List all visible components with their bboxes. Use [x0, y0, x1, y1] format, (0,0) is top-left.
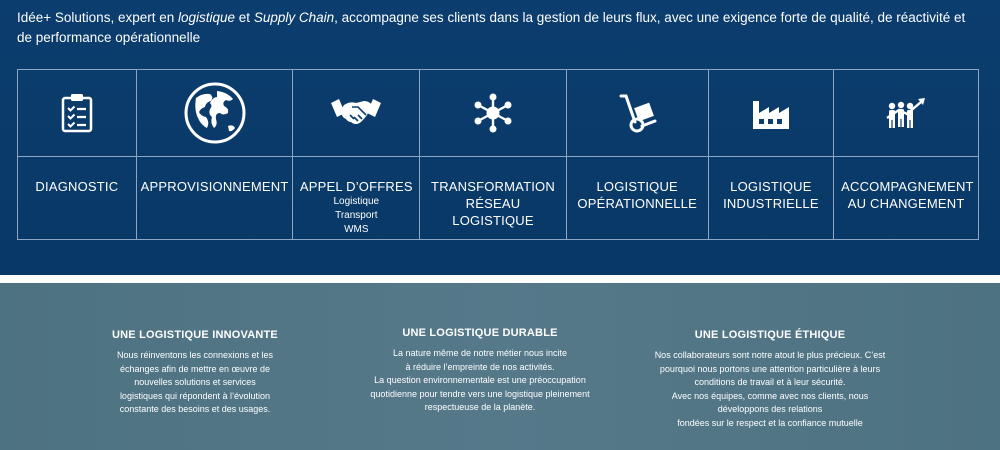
value-text: Nous réinventons les connexions et les é… [95, 349, 295, 417]
services-banner: Idée+ Solutions, expert en logistique et… [0, 0, 1000, 275]
service-label: APPROVISIONNEMENT [140, 179, 289, 194]
globe-icon [184, 82, 246, 144]
service-accompagnement-changement[interactable]: ACCOMPAGNEMENT AU CHANGEMENT [834, 70, 978, 239]
team-growth-icon [886, 98, 926, 128]
services-grid: DIAGNOSTIC APPROVISIONNEMENT [17, 69, 979, 240]
intro-part: , accompagne ses clients dans la gestion… [17, 10, 966, 45]
value-line: conditions de travail et à leur sécurité… [694, 377, 846, 387]
service-sub-item: Transport [335, 210, 378, 221]
service-logistique-industrielle[interactable]: LOGISTIQUE INDUSTRIELLE [708, 70, 835, 241]
icon-cell [420, 70, 566, 157]
service-label: TRANSFORMATION RÉSEAU LOGISTIQUE [431, 179, 555, 228]
icon-cell [136, 70, 293, 157]
label-cell: LOGISTIQUE INDUSTRIELLE [709, 156, 834, 241]
value-line: constante des besoins et des usages. [119, 404, 271, 414]
service-label: APPEL D’OFFRES [299, 179, 413, 194]
service-label: DIAGNOSTIC [35, 179, 119, 194]
icon-cell [566, 70, 708, 157]
value-line: Nous réinventons les connexions et les [116, 350, 274, 360]
label-cell: DIAGNOSTIC [18, 156, 136, 241]
value-line: échanges afin de mettre en œuvre de [119, 363, 271, 374]
value-line: Nos collaborateurs sont notre atout le p… [654, 350, 886, 360]
hand-truck-icon [619, 94, 657, 133]
icon-cell [834, 70, 978, 157]
value-title: UNE LOGISTIQUE INNOVANTE [112, 329, 278, 341]
service-label: LOGISTIQUE INDUSTRIELLE [723, 179, 819, 211]
icon-cell [293, 70, 420, 157]
intro-emphasis-supply-chain: Supply Chain [253, 10, 335, 25]
value-line: à réduire l’empreinte de nos activités. [405, 361, 555, 372]
value-title: UNE LOGISTIQUE DURABLE [402, 327, 558, 339]
value-line: Avec nos équipes, comme avec nos clients… [671, 390, 869, 401]
value-line: La question environnementale est une pré… [374, 375, 586, 385]
label-cell: ACCOMPAGNEMENT AU CHANGEMENT [834, 156, 978, 241]
label-cell: TRANSFORMATION RÉSEAU LOGISTIQUE [420, 156, 566, 241]
intro-part: et [235, 10, 254, 25]
value-line: développons des relations [717, 404, 823, 414]
value-line: respectueuse de la planète. [424, 402, 536, 412]
value-durable: UNE LOGISTIQUE DURABLE La nature même de… [340, 327, 620, 415]
factory-icon [752, 101, 789, 129]
value-innovante: UNE LOGISTIQUE INNOVANTE Nous réinventon… [95, 329, 295, 417]
network-nodes-icon [474, 93, 512, 133]
clipboard-checklist-icon [61, 94, 93, 133]
value-title: UNE LOGISTIQUE ÉTHIQUE [694, 329, 846, 341]
intro-emphasis-logistique: logistique [178, 10, 236, 25]
value-line: pourquoi nous portons une attention part… [659, 363, 881, 374]
service-transformation-reseau[interactable]: TRANSFORMATION RÉSEAU LOGISTIQUE [420, 70, 567, 239]
value-line: quotidienne pour tendre vers une logisti… [370, 388, 590, 399]
value-line: nouvelles solutions et services [134, 377, 256, 387]
values-section: UNE LOGISTIQUE INNOVANTE Nous réinventon… [0, 283, 1000, 450]
value-line: fondées sur le respect et la confiance m… [677, 417, 863, 428]
service-sub-item: Logistique [333, 196, 380, 207]
intro-text: Idée+ Solutions, expert en logistique et… [17, 8, 977, 48]
service-sub-item: WMS [344, 224, 369, 235]
service-logistique-operationnelle[interactable]: LOGISTIQUE OPÉRATIONNELLE [566, 70, 709, 241]
service-label: LOGISTIQUE OPÉRATIONNELLE [577, 179, 697, 211]
service-approvisionnement[interactable]: APPROVISIONNEMENT [136, 70, 294, 241]
label-cell: APPEL D’OFFRES Logistique Transport WMS [293, 156, 419, 241]
service-label: ACCOMPAGNEMENT AU CHANGEMENT [841, 179, 974, 211]
label-cell: APPROVISIONNEMENT [137, 156, 293, 241]
value-text: La nature même de notre métier nous inci… [340, 347, 620, 415]
icon-cell [18, 70, 136, 157]
intro-part: Idée+ Solutions, expert en [17, 10, 178, 25]
handshake-icon [331, 99, 382, 124]
service-diagnostic[interactable]: DIAGNOSTIC [18, 70, 137, 239]
value-line: La nature même de notre métier nous inci… [392, 348, 568, 358]
value-text: Nos collaborateurs sont notre atout le p… [630, 349, 910, 430]
service-appel-doffres[interactable]: APPEL D’OFFRES Logistique Transport WMS [293, 70, 421, 241]
section-separator [0, 275, 1000, 283]
label-cell: LOGISTIQUE OPÉRATIONNELLE [567, 156, 708, 241]
value-line: logistiques qui répondent à l’évolution [119, 390, 271, 401]
icon-cell [708, 70, 834, 157]
value-ethique: UNE LOGISTIQUE ÉTHIQUE Nos collaborateur… [630, 329, 910, 430]
